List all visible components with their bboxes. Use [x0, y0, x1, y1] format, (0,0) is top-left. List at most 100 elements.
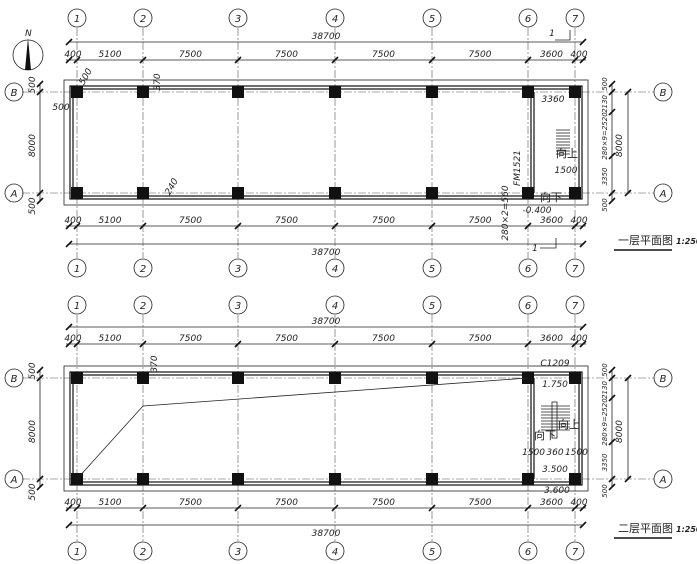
inner-wall — [72, 88, 580, 197]
axis-bubble — [653, 469, 673, 489]
segment-dim: 400 — [64, 334, 81, 344]
dim-tick — [571, 56, 579, 64]
segment-dim: 400 — [570, 50, 587, 60]
segment-dim: 3600 — [540, 498, 563, 508]
dim-tick — [428, 504, 436, 512]
dim-tick — [73, 56, 81, 64]
dim-tick — [234, 340, 242, 348]
level-label: 3.500 — [542, 465, 568, 475]
segment-dim: 400 — [570, 334, 587, 344]
dim-tick — [331, 222, 339, 230]
stair — [541, 401, 570, 439]
right-dim: 2130 — [601, 95, 609, 113]
dim-tick — [608, 80, 616, 88]
axis-label-7: 7 — [572, 301, 579, 312]
segment-dim: 400 — [64, 216, 81, 226]
column — [569, 372, 581, 384]
dim-tick — [608, 394, 616, 402]
outer-wall — [69, 371, 583, 486]
right-dim: 280×9=2520 — [601, 398, 609, 446]
column — [522, 86, 534, 98]
section-label: 1 — [532, 244, 538, 254]
axis-label-4: 4 — [332, 14, 338, 25]
dim-tick — [608, 374, 616, 382]
axis-label-7: 7 — [572, 14, 579, 25]
stair — [556, 129, 570, 155]
column — [426, 187, 438, 199]
segment-dim: 5100 — [99, 50, 122, 60]
dim-tick — [571, 222, 579, 230]
axis-bubble — [518, 258, 538, 278]
axis-label-6: 6 — [525, 14, 531, 25]
plan-scale: 1:250 — [676, 525, 697, 534]
dim-tick — [524, 340, 532, 348]
column — [137, 372, 149, 384]
axis-bubble — [565, 258, 585, 278]
dim-tick — [65, 504, 73, 512]
note: 1500 — [555, 166, 578, 176]
axis-bubble — [228, 295, 248, 315]
axis-label-A: A — [10, 475, 18, 486]
dim-tick — [624, 189, 632, 197]
column — [137, 86, 149, 98]
axis-bubble — [228, 258, 248, 278]
segment-dim: 5100 — [99, 216, 122, 226]
axis-bubble — [565, 295, 585, 315]
right-dim: 500 — [601, 484, 609, 498]
guide-line — [76, 377, 529, 480]
dim-tick — [139, 222, 147, 230]
dim-tick — [139, 504, 147, 512]
axis-bubble — [325, 258, 345, 278]
segment-dim: 400 — [570, 498, 587, 508]
column — [569, 473, 581, 485]
axis-label-3: 3 — [235, 547, 241, 558]
segment-dim: 7500 — [179, 50, 202, 60]
column — [71, 86, 83, 98]
axis-label-2: 2 — [140, 547, 146, 558]
dim-tick — [608, 189, 616, 197]
dim-tick — [139, 56, 147, 64]
overall-dim: 38700 — [312, 248, 341, 258]
dim-tick — [608, 366, 616, 374]
segment-dim: 3600 — [540, 216, 563, 226]
axis-label-3: 3 — [235, 14, 241, 25]
note: 360 — [546, 448, 563, 458]
inner-wall — [72, 374, 580, 483]
dim-tick — [571, 340, 579, 348]
dim-tick — [139, 340, 147, 348]
dim-tick — [73, 340, 81, 348]
segment-dim: 7500 — [372, 216, 395, 226]
axis-bubble — [67, 541, 87, 561]
segment-dim: 7500 — [179, 334, 202, 344]
dim-tick — [579, 521, 587, 529]
segment-dim: 3600 — [540, 334, 563, 344]
axis-bubble — [653, 82, 673, 102]
left-dim: 500 — [28, 362, 38, 379]
column — [426, 86, 438, 98]
dim-tick — [608, 88, 616, 96]
segment-dim: 3600 — [540, 50, 563, 60]
dim-tick — [36, 374, 44, 382]
dim-tick — [65, 38, 73, 46]
segment-dim: 7500 — [275, 50, 298, 60]
column — [426, 473, 438, 485]
section-mark — [555, 30, 571, 41]
plan-scale: 1:250 — [676, 237, 697, 246]
dim-tick — [579, 240, 587, 248]
left-dim: 500 — [28, 76, 38, 93]
axis-label-1: 1 — [74, 14, 80, 25]
axis-bubble — [133, 541, 153, 561]
right-dim: 500 — [601, 77, 609, 91]
dim-tick — [579, 323, 587, 331]
segment-dim: 400 — [570, 216, 587, 226]
dim-tick — [624, 475, 632, 483]
dim-tick — [428, 222, 436, 230]
slab-outline — [63, 365, 589, 492]
down-label: 向下 — [534, 428, 556, 442]
column — [329, 372, 341, 384]
right-total-dim: 8000 — [615, 134, 625, 157]
axis-label-3: 3 — [235, 301, 241, 312]
note: 1500 — [565, 448, 588, 458]
dim-tick — [428, 56, 436, 64]
right-dim: 280×9=2520 — [601, 112, 609, 160]
